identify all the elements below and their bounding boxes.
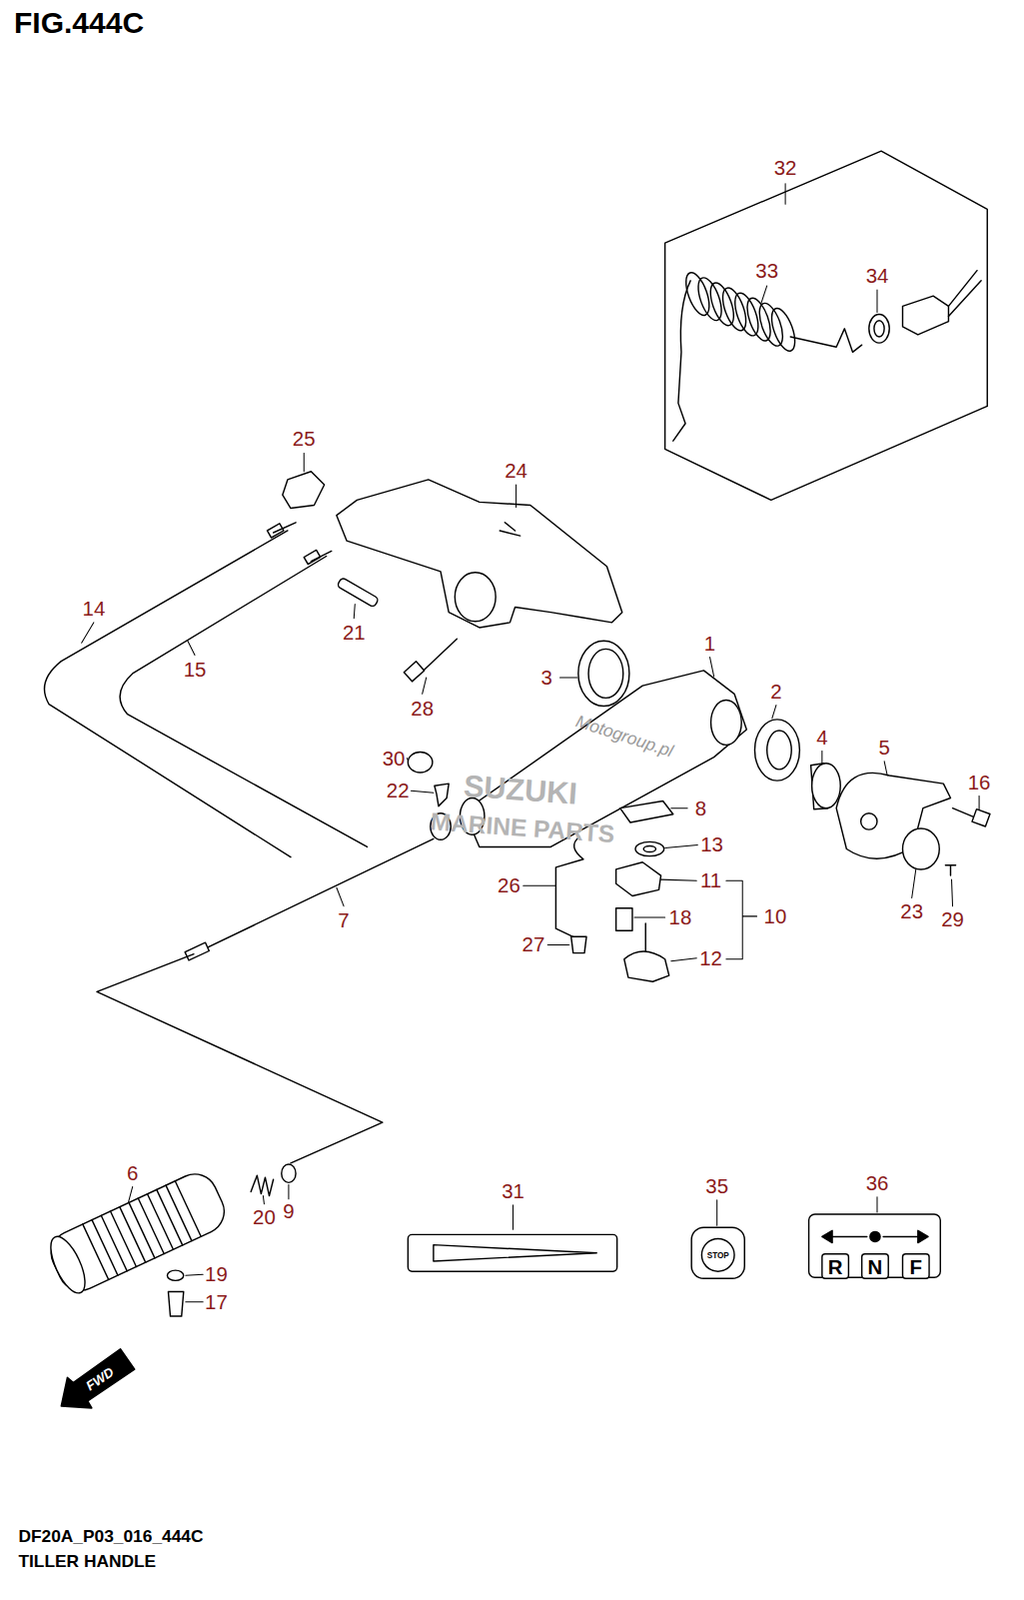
callout-number: 19	[204, 1263, 228, 1284]
stop-decal	[691, 1226, 745, 1278]
pin	[336, 577, 379, 608]
callout-number: 24	[504, 459, 528, 480]
callout-number: 35	[705, 1175, 729, 1196]
handle-bracket	[336, 479, 623, 628]
bolt	[403, 638, 457, 682]
callout-number: 34	[866, 264, 890, 285]
plate	[620, 801, 674, 823]
lanyard-cord	[673, 269, 863, 441]
rod	[193, 838, 434, 954]
callout-number: 15	[183, 659, 207, 680]
figure-title: FIG.444C	[13, 7, 144, 38]
callout-number: 36	[866, 1172, 890, 1193]
callout-number: 17	[204, 1290, 228, 1311]
rod-end	[184, 942, 209, 961]
screw	[571, 936, 587, 953]
callout-number: 28	[410, 697, 434, 718]
washer	[635, 841, 665, 856]
callout-number: 30	[382, 747, 406, 768]
stopper-block	[616, 862, 662, 897]
seal-ring	[578, 640, 630, 706]
callout-number: 13	[700, 834, 724, 855]
cap	[407, 752, 433, 773]
kit-outline	[665, 150, 989, 500]
screw	[945, 865, 956, 876]
callout-number: 29	[941, 909, 965, 930]
callout-number: 32	[774, 157, 798, 178]
callout-number: 27	[522, 934, 546, 955]
decal	[407, 1233, 617, 1271]
callout-number: 21	[342, 622, 366, 643]
knob	[624, 951, 670, 982]
spring-wire	[555, 836, 584, 939]
watermark: SUZUKI	[462, 770, 579, 809]
callout-number: 26	[497, 875, 521, 896]
shift-letter: N	[868, 1256, 884, 1277]
callout-number: 2	[770, 681, 782, 702]
disc	[903, 828, 941, 870]
callout-number: 33	[755, 259, 779, 280]
callout-number: 1	[704, 633, 716, 654]
callout-number: 11	[700, 870, 722, 891]
figure-code: DF20A_P03_016_444C	[17, 1527, 203, 1545]
callout-number: 25	[292, 428, 316, 449]
decal-text: STOP	[707, 1251, 730, 1260]
figure-caption: TILLER HANDLE	[17, 1552, 156, 1570]
shift-letter: F	[910, 1256, 923, 1277]
callout-number: 7	[337, 910, 349, 931]
callout-number: 16	[968, 772, 992, 793]
screw	[167, 1291, 183, 1317]
callout-number: 22	[386, 780, 410, 801]
shift-letter: R	[828, 1256, 844, 1277]
callout-number: 14	[82, 598, 106, 619]
shift-decal	[809, 1213, 942, 1278]
callout-number: 31	[501, 1180, 525, 1201]
callout-number: 10	[764, 906, 788, 927]
throttle-grip	[43, 1166, 232, 1298]
grommet	[282, 471, 325, 509]
ring	[281, 1163, 296, 1182]
callout-number: 23	[900, 900, 924, 921]
washer	[754, 719, 800, 781]
washer	[166, 1269, 183, 1280]
clip	[434, 783, 449, 806]
callout-number: 20	[252, 1206, 276, 1227]
callout-number: 8	[695, 797, 707, 818]
callout-number: 9	[282, 1200, 294, 1221]
fwd-arrow	[60, 1348, 135, 1408]
callout-number: 4	[816, 727, 828, 748]
screw	[616, 908, 633, 931]
callout-number: 6	[126, 1162, 138, 1183]
callout-number: 18	[669, 907, 693, 928]
assembly-line	[96, 954, 383, 1163]
callout-number: 5	[878, 737, 890, 758]
leader-lines	[81, 183, 980, 1302]
callout-number: 12	[699, 947, 723, 968]
callout-number: 3	[541, 667, 553, 688]
throttle-cables	[43, 522, 367, 858]
spring	[250, 1174, 273, 1195]
